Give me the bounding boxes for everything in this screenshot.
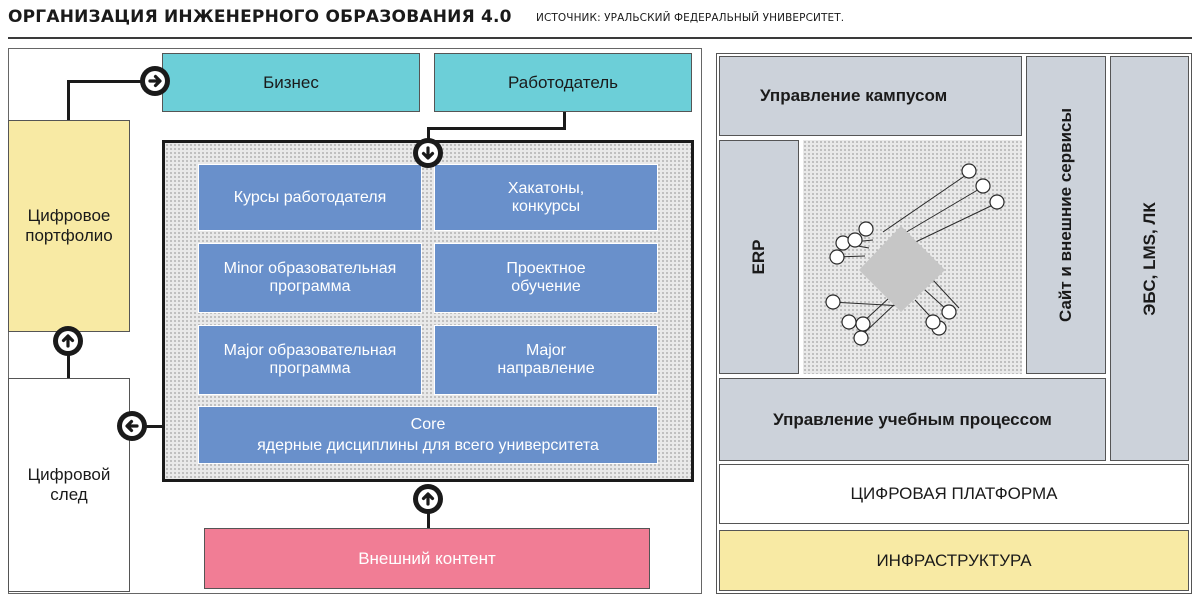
erp-box: ERP	[719, 140, 799, 374]
major-direction-block: Major направление	[434, 325, 658, 395]
employer-courses-block: Курсы работодателя	[198, 164, 422, 231]
digital-footprint-label: Цифровой след	[27, 465, 111, 504]
business-box: Бизнес	[162, 53, 420, 112]
right-diagram-panel	[716, 53, 1192, 594]
digital-platform-box: ЦИФРОВАЯ ПЛАТФОРМА	[719, 464, 1189, 524]
chip-icon	[825, 163, 1005, 346]
ebs-lms-box: ЭБС, LMS, ЛК	[1110, 56, 1189, 461]
digital-footprint-box: Цифровой след	[8, 378, 130, 592]
ebs-lms-label: ЭБС, LMS, ЛК	[1139, 201, 1159, 316]
connector-employer-vertical	[563, 110, 566, 129]
employer-box: Работодатель	[434, 53, 692, 112]
hackathons-label: Хакатоны, конкурсы	[507, 179, 585, 215]
project-learning-label: Проектное обучение	[506, 260, 586, 295]
minor-program-block: Minor образовательная программа	[198, 243, 422, 313]
site-services-label: Сайт и внешние сервисы	[1056, 107, 1075, 323]
arrow-up-icon	[53, 326, 83, 356]
arrow-up-icon	[413, 484, 443, 514]
major-program-label: Major образовательная программа	[223, 342, 397, 377]
erp-label: ERP	[749, 239, 768, 275]
page-title: ОРГАНИЗАЦИЯ ИНЖЕНЕРНОГО ОБРАЗОВАНИЯ 4.0	[8, 7, 512, 27]
minor-program-label: Minor образовательная программа	[223, 260, 397, 295]
business-label: Бизнес	[263, 72, 319, 92]
employer-courses-label: Курсы работодателя	[233, 188, 387, 206]
core-block: Core ядерные дисциплины для всего универ…	[198, 406, 658, 464]
site-services-box: Сайт и внешние сервисы	[1026, 56, 1106, 374]
project-learning-block: Проектное обучение	[434, 243, 658, 313]
infrastructure-label: ИНФРАСТРУКТУРА	[876, 550, 1032, 570]
campus-management-label: Управление кампусом	[760, 86, 948, 105]
campus-management-box: Управление кампусом	[719, 56, 1022, 136]
digital-platform-label: ЦИФРОВАЯ ПЛАТФОРМА	[850, 484, 1058, 503]
arrow-left-icon	[117, 411, 147, 441]
education-process-label: Управление учебным процессом	[773, 409, 1052, 429]
connector-external	[427, 505, 430, 530]
connector-business-portfolio-vertical	[67, 80, 70, 122]
arrow-right-icon	[140, 66, 170, 96]
arrow-down-icon	[413, 138, 443, 168]
connector-business-portfolio-horizontal	[67, 80, 147, 83]
education-process-box: Управление учебным процессом	[719, 378, 1106, 461]
core-subtitle: ядерные дисциплины для всего университет…	[257, 436, 599, 454]
connector-employer-horizontal	[427, 127, 566, 130]
digital-portfolio-label: Цифровое портфолио	[25, 206, 113, 245]
connector-employer-down	[427, 127, 430, 141]
infrastructure-box: ИНФРАСТРУКТУРА	[719, 530, 1189, 591]
header-divider	[8, 37, 1192, 39]
external-content-label: Внешний контент	[358, 548, 496, 568]
chip-area	[803, 140, 1022, 374]
digital-portfolio-box: Цифровое портфолио	[8, 120, 130, 332]
major-direction-label: Major направление	[497, 342, 595, 377]
hackathons-block: Хакатоны, конкурсы	[434, 164, 658, 231]
source-note: ИСТОЧНИК: УРАЛЬСКИЙ ФЕДЕРАЛЬНЫЙ УНИВЕРСИ…	[536, 12, 845, 24]
employer-label: Работодатель	[508, 72, 618, 92]
external-content-box: Внешний контент	[204, 528, 650, 589]
core-title: Core	[410, 415, 446, 433]
major-program-block: Major образовательная программа	[198, 325, 422, 395]
